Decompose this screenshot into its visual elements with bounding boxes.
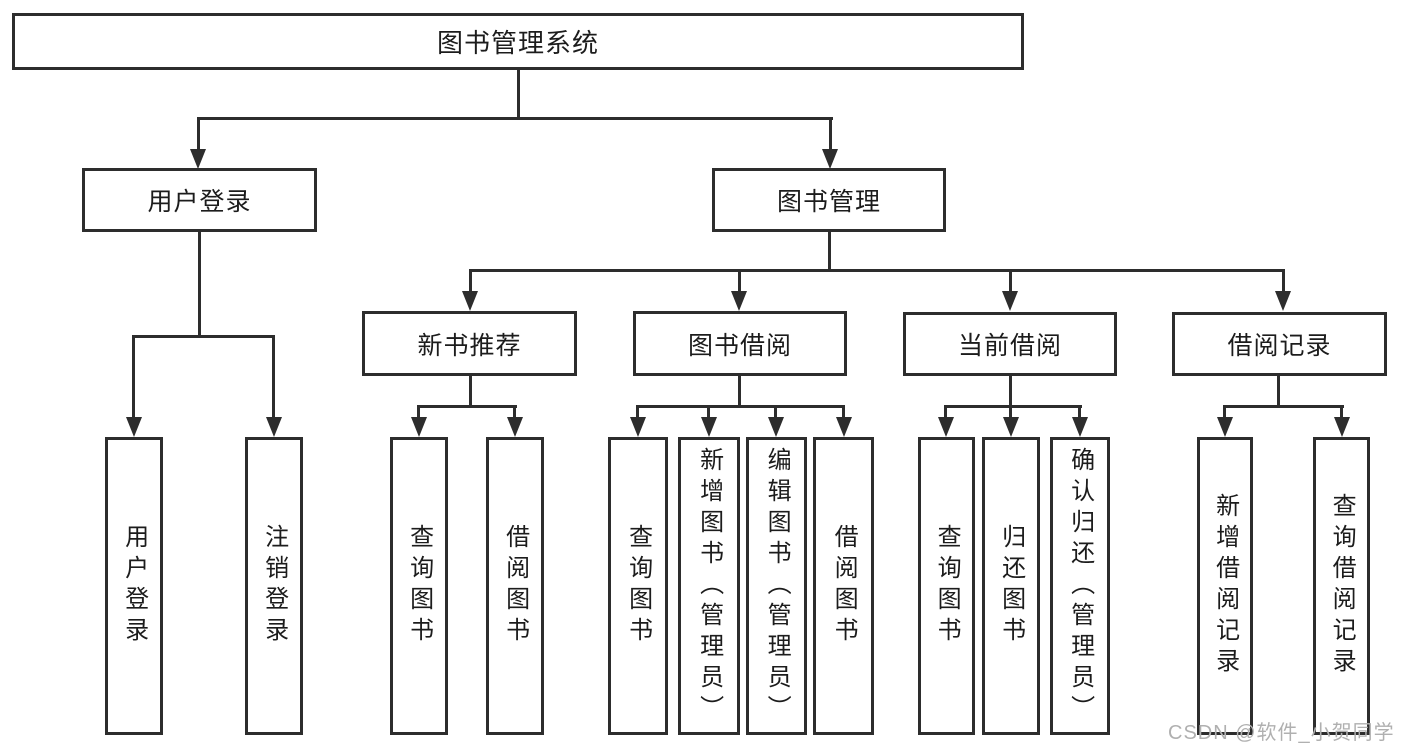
connector-line [1078, 405, 1081, 421]
connector-line [774, 405, 777, 421]
connector-line [842, 405, 845, 421]
arrow-down-icon [411, 417, 427, 437]
connector-line [1009, 405, 1012, 421]
connector-line [1223, 405, 1344, 408]
connector-line [197, 117, 833, 120]
node-label: 图书管理系统 [436, 28, 599, 58]
node-label: 用户登录 [147, 188, 252, 216]
node-label: 查询图书 [933, 524, 961, 648]
connector-line [738, 269, 741, 295]
connector-line [636, 405, 639, 421]
connector-line [198, 231, 201, 338]
node-current-borrowing: 当前借阅 [903, 312, 1117, 376]
leaf-user-login: 用户登录 [105, 437, 163, 735]
connector-line [829, 117, 832, 153]
leaf-cb-confirm-return-admin: 确认归还（管理员） [1050, 437, 1110, 735]
connector-line [1277, 374, 1280, 408]
connector-line [1009, 374, 1012, 408]
leaf-nb-borrow-books: 借阅图书 [486, 437, 544, 735]
arrow-down-icon [701, 417, 717, 437]
node-label: 图书借阅 [687, 331, 792, 360]
leaf-logout: 注销登录 [245, 437, 303, 735]
node-label: 查询图书 [405, 524, 433, 648]
leaf-br-query-record: 查询借阅记录 [1313, 437, 1370, 735]
arrow-down-icon [1217, 417, 1233, 437]
arrow-down-icon [938, 417, 954, 437]
connector-line [517, 69, 520, 119]
node-label: 借阅记录 [1227, 332, 1332, 360]
connector-line [132, 335, 135, 420]
connector-line [272, 335, 275, 420]
connector-line [1340, 405, 1343, 421]
node-label: 查询借阅记录 [1328, 493, 1356, 679]
node-label: 新增图书（管理员） [695, 446, 723, 726]
leaf-bb-add-books-admin: 新增图书（管理员） [678, 437, 740, 735]
arrow-down-icon [731, 291, 747, 311]
connector-line [1282, 269, 1285, 295]
node-library-system: 图书管理系统 [12, 13, 1024, 70]
node-user-login: 用户登录 [82, 168, 317, 232]
arrow-down-icon [630, 417, 646, 437]
leaf-nb-query-books: 查询图书 [390, 437, 448, 735]
arrow-down-icon [836, 417, 852, 437]
arrow-down-icon [1275, 291, 1291, 311]
connector-line [469, 269, 1285, 272]
connector-line [1009, 269, 1012, 295]
leaf-cb-query-books: 查询图书 [918, 437, 975, 735]
arrow-down-icon [507, 417, 523, 437]
connector-line [469, 374, 472, 408]
node-label: 新增借阅记录 [1211, 493, 1239, 679]
connector-line [738, 374, 741, 408]
connector-line [417, 405, 517, 408]
connector-line [1223, 405, 1226, 421]
node-label: 借阅图书 [830, 524, 858, 648]
arrow-down-icon [266, 417, 282, 437]
leaf-cb-return-books: 归还图书 [982, 437, 1040, 735]
arrow-down-icon [768, 417, 784, 437]
node-label: 新书推荐 [417, 331, 522, 360]
connector-line [636, 405, 845, 408]
arrow-down-icon [1002, 291, 1018, 311]
node-label: 归还图书 [997, 524, 1025, 648]
leaf-bb-borrow-books: 借阅图书 [813, 437, 874, 735]
connector-line [132, 335, 275, 338]
node-label: 图书管理 [776, 188, 881, 216]
leaf-bb-edit-books-admin: 编辑图书（管理员） [746, 437, 807, 735]
node-book-borrowing: 图书借阅 [633, 311, 847, 376]
connector-line [513, 405, 516, 421]
node-label: 借阅图书 [501, 524, 529, 648]
leaf-br-add-record: 新增借阅记录 [1197, 437, 1253, 735]
node-label: 编辑图书（管理员） [763, 446, 791, 726]
connector-line [944, 405, 1082, 408]
arrow-down-icon [126, 417, 142, 437]
connector-line [469, 269, 472, 295]
arrow-down-icon [1072, 417, 1088, 437]
connector-line [944, 405, 947, 421]
node-label: 当前借阅 [957, 332, 1062, 360]
node-book-management: 图书管理 [712, 168, 946, 232]
node-borrowing-records: 借阅记录 [1172, 312, 1387, 376]
node-label: 注销登录 [260, 524, 288, 648]
arrow-down-icon [190, 149, 206, 169]
node-new-book-recommend: 新书推荐 [362, 311, 577, 376]
connector-line [707, 405, 710, 421]
node-label: 用户登录 [120, 524, 148, 648]
arrow-down-icon [822, 149, 838, 169]
arrow-down-icon [462, 291, 478, 311]
leaf-bb-query-books: 查询图书 [608, 437, 668, 735]
connector-line [828, 231, 831, 272]
csdn-watermark: CSDN @软件_小贺同学 [1168, 722, 1395, 744]
connector-line [417, 405, 420, 421]
node-label: 查询图书 [624, 524, 652, 648]
node-label: 确认归还（管理员） [1066, 446, 1094, 726]
arrow-down-icon [1334, 417, 1350, 437]
arrow-down-icon [1003, 417, 1019, 437]
connector-line [197, 117, 200, 153]
